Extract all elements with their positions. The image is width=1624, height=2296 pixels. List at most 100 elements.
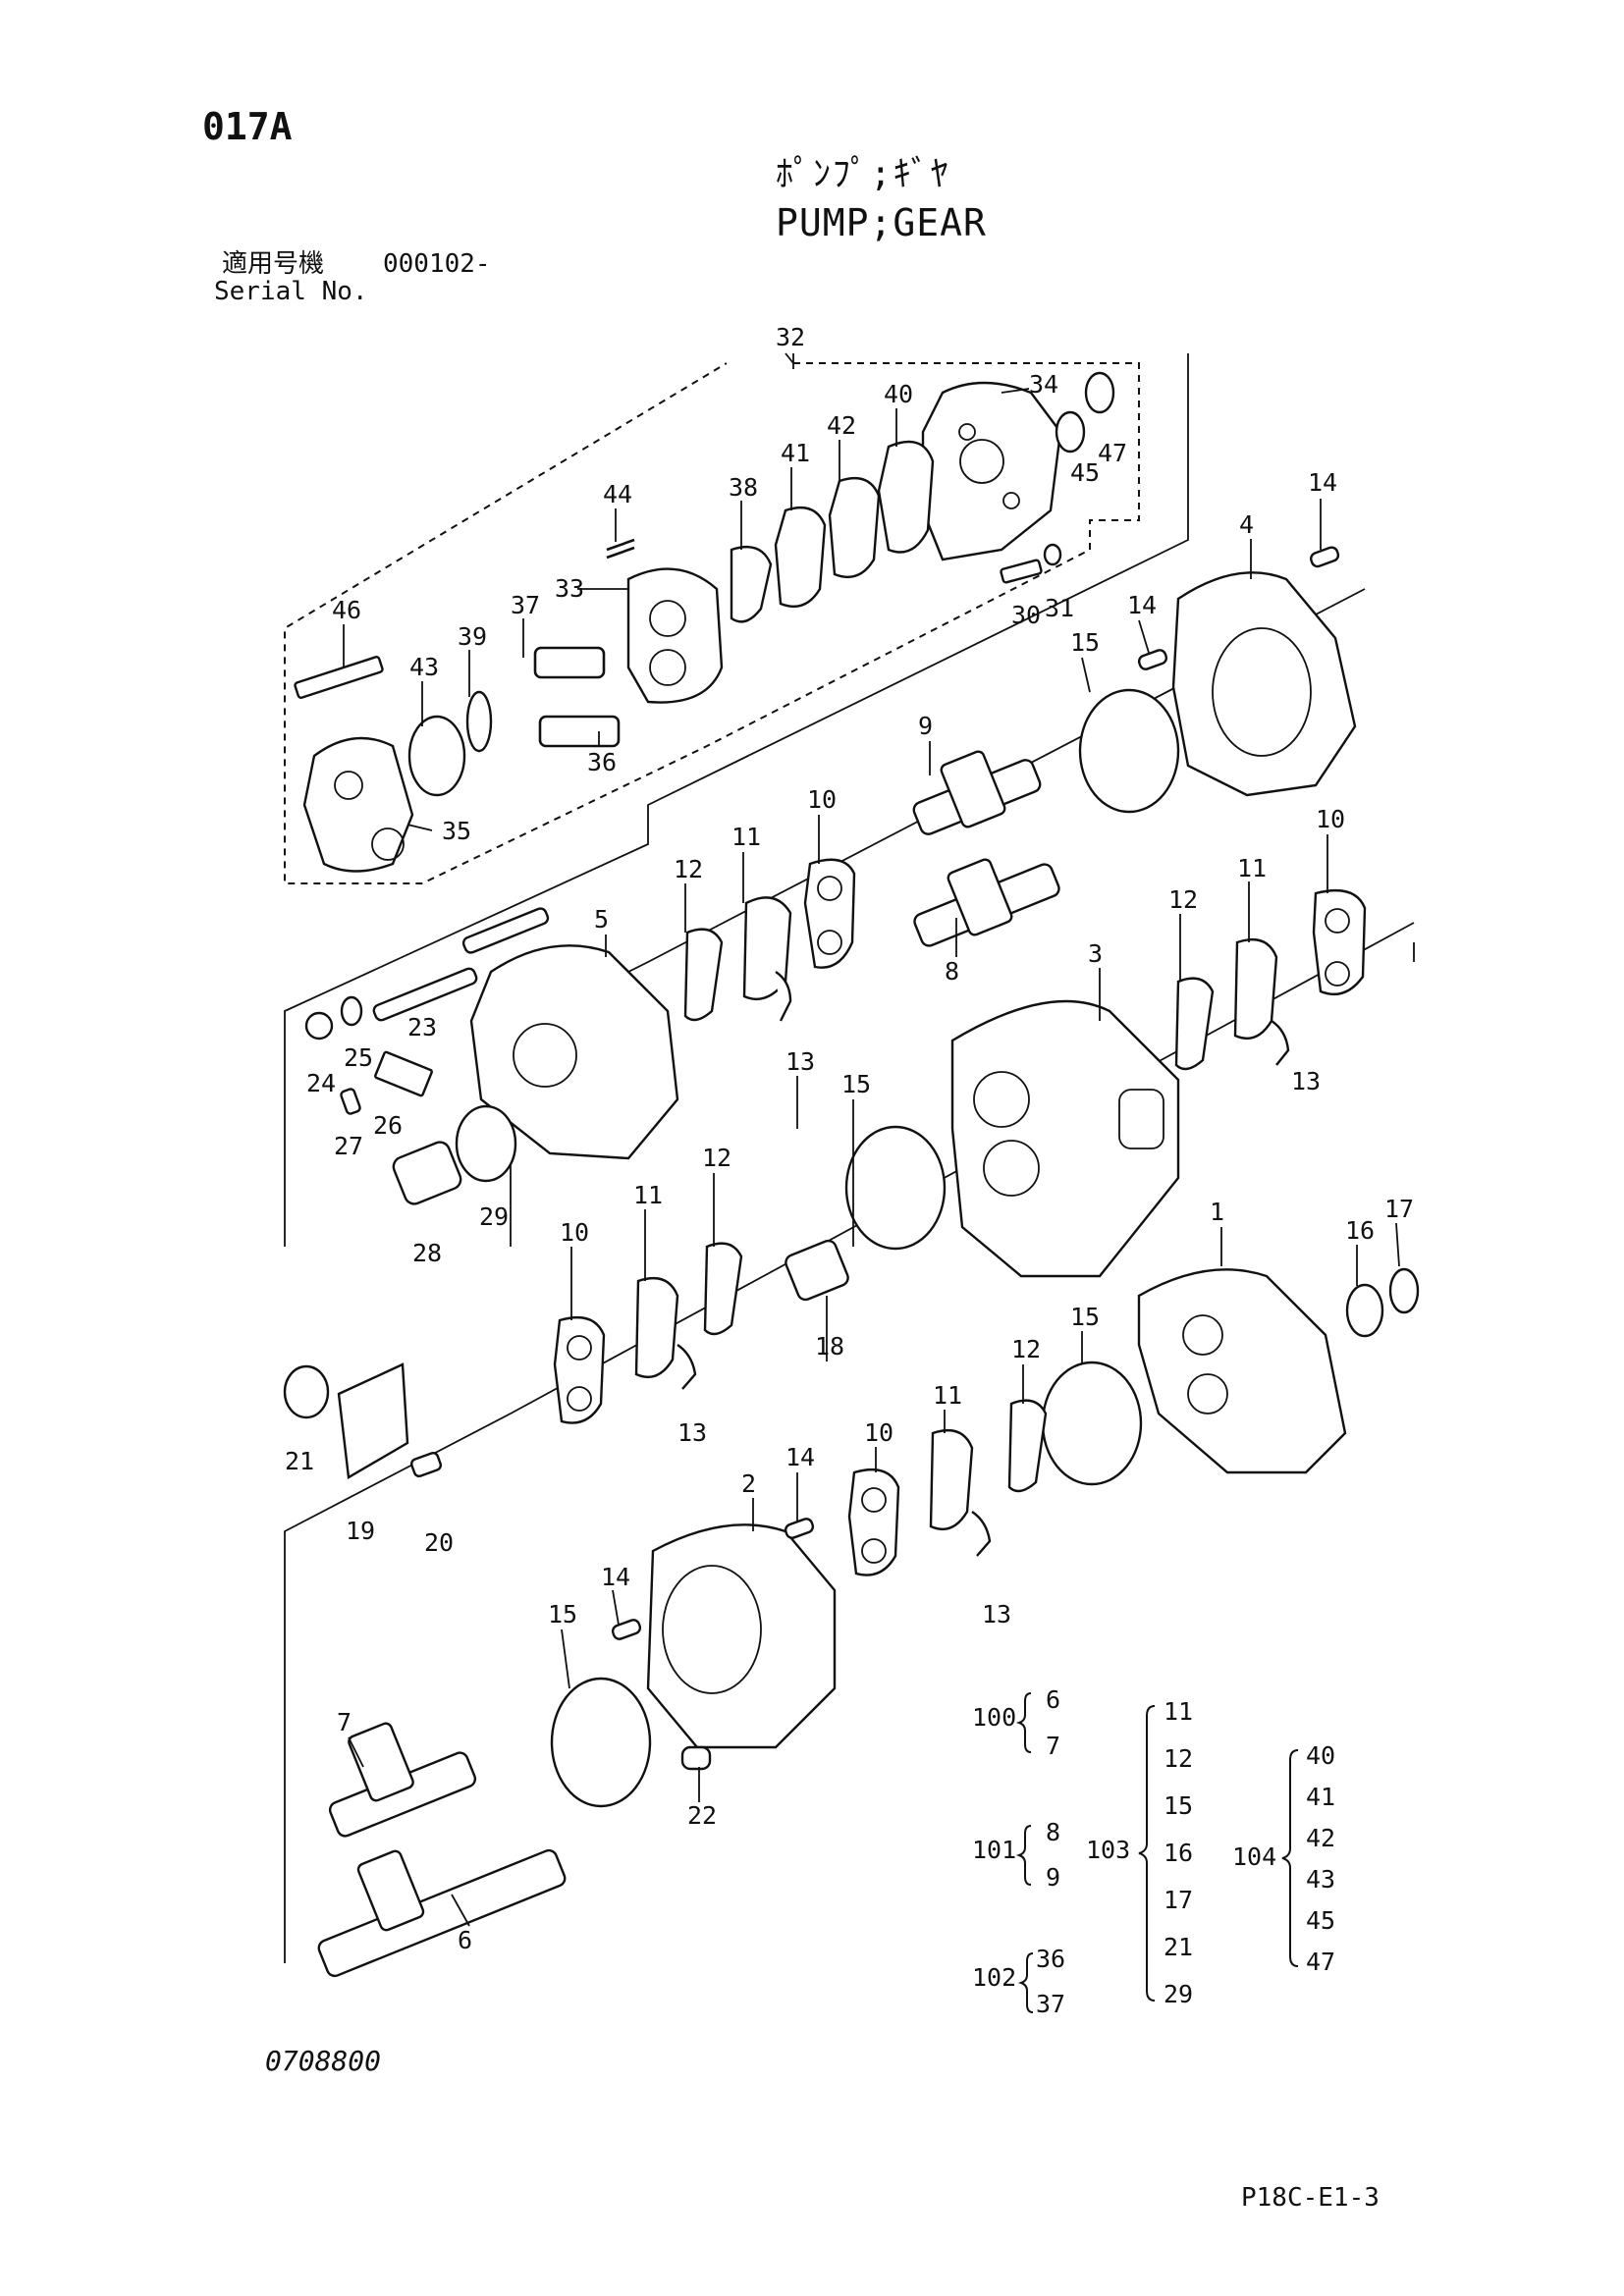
callout-label: 10: [864, 1418, 893, 1447]
cover-plate-19: [283, 1362, 443, 1479]
callout-label: 32: [776, 323, 805, 351]
callout-label: 5: [594, 905, 609, 934]
callout-label: 3: [1088, 939, 1103, 968]
callout-label: 6: [458, 1926, 472, 1954]
plates-row-4: [847, 1399, 1048, 1576]
plates-row-2: [1174, 888, 1367, 1071]
callout-label: 39: [458, 622, 487, 651]
callout-label: 19: [346, 1517, 375, 1545]
kit-member: 16: [1164, 1839, 1193, 1867]
kit-member: 40: [1306, 1741, 1335, 1770]
kit-member: 41: [1306, 1783, 1335, 1811]
kit-member: 29: [1164, 1980, 1193, 2008]
serial-number-value: 000102-: [383, 249, 491, 279]
callout-label: 47: [1098, 439, 1127, 467]
callout-label: 14: [785, 1443, 815, 1471]
kit-member: 7: [1046, 1732, 1060, 1760]
title-english: PUMP;GEAR: [776, 201, 987, 244]
callout-label: 4: [1239, 510, 1254, 539]
callout-label: 34: [1029, 370, 1058, 399]
kit-member: 15: [1164, 1791, 1193, 1820]
drawing-number: 0708800: [265, 2045, 382, 2077]
sheet-id: P18C-E1-3: [1241, 2183, 1380, 2213]
callout-label: 20: [424, 1528, 454, 1557]
plates-row-1: [683, 858, 856, 1022]
callout-label: 9: [918, 712, 933, 740]
kit-member: 17: [1164, 1886, 1193, 1914]
callout-label: 36: [587, 748, 617, 776]
callout-label: 14: [1127, 591, 1157, 619]
callout-label: 37: [511, 591, 540, 619]
plates-row-3: [553, 1239, 849, 1424]
kit-member: 12: [1164, 1744, 1193, 1773]
front-body-1: [1041, 1267, 1420, 1486]
gear-shafts-9-8: [912, 750, 1060, 947]
kit-number: 103: [1086, 1836, 1130, 1864]
callout-label: 8: [945, 957, 959, 986]
callout-labels: 32 34 40 42 41 38 44 47 45 33 37 39 46 4…: [285, 323, 1414, 1954]
callout-label: 2: [741, 1469, 756, 1498]
kit-member: 8: [1046, 1818, 1060, 1846]
callout-label: 13: [785, 1047, 815, 1076]
callout-label: 40: [884, 380, 913, 408]
serial-label-english: Serial No.: [214, 277, 368, 306]
callout-label: 15: [548, 1600, 577, 1629]
callout-label: 14: [1308, 468, 1337, 497]
callout-label: 15: [841, 1070, 871, 1098]
callout-label: 12: [1168, 885, 1198, 914]
rear-flange-4: [1078, 546, 1357, 814]
callout-label: 17: [1384, 1195, 1414, 1223]
callout-label: 15: [1070, 628, 1100, 657]
gear-shafts-7-6: [317, 1722, 567, 1978]
title-japanese: ﾎﾟﾝﾌﾟ;ｷﾞﾔ: [776, 154, 950, 194]
callout-label: 10: [807, 785, 837, 814]
callout-label: 30: [1011, 601, 1041, 629]
callout-label: 11: [731, 823, 761, 851]
callout-label: 41: [781, 439, 810, 467]
callout-label: 42: [827, 411, 856, 440]
leader-lines: [343, 352, 1400, 1927]
callout-label: 13: [1291, 1067, 1321, 1095]
callout-label: 12: [674, 855, 703, 883]
callout-label: 16: [1345, 1216, 1375, 1245]
callout-label: 13: [982, 1600, 1011, 1629]
callout-label: 1: [1210, 1198, 1224, 1226]
kit-number: 102: [972, 1963, 1016, 1992]
callout-label: 12: [1011, 1335, 1041, 1363]
serial-label-japanese: 適用号機: [222, 249, 325, 279]
kit-table: 100 6 7 101 8 9 102 36 37 103 11 12 15 1…: [972, 1685, 1335, 2018]
callout-label: 23: [407, 1013, 437, 1041]
callout-label: 38: [729, 473, 758, 502]
callout-label: 43: [409, 653, 439, 681]
flange-2: [550, 1518, 837, 1808]
callout-label: 27: [334, 1132, 363, 1160]
callout-label: 7: [337, 1708, 352, 1736]
kit-number: 101: [972, 1836, 1016, 1864]
callout-label: 11: [1237, 854, 1267, 882]
kit-member: 21: [1164, 1933, 1193, 1961]
kit-member: 6: [1046, 1685, 1060, 1714]
callout-label: 44: [603, 480, 632, 508]
subassembly-32-group: [284, 353, 1140, 884]
callout-label: 21: [285, 1447, 314, 1475]
kit-member: 47: [1306, 1948, 1335, 1976]
callout-label: 14: [601, 1563, 630, 1591]
callout-label: 15: [1070, 1303, 1100, 1331]
callout-label: 35: [442, 817, 471, 845]
callout-label: 12: [702, 1144, 731, 1172]
kit-member: 45: [1306, 1906, 1335, 1935]
callout-label: 26: [373, 1111, 403, 1140]
front-cover-5: [304, 907, 679, 1205]
callout-label: 28: [412, 1239, 442, 1267]
callout-label: 18: [815, 1332, 844, 1361]
callout-label: 24: [306, 1069, 336, 1097]
callout-label: 25: [344, 1043, 373, 1072]
callout-label: 22: [687, 1801, 717, 1830]
kit-member: 36: [1036, 1945, 1065, 1973]
center-body-3: [844, 999, 1180, 1278]
callout-label: 10: [560, 1218, 589, 1247]
kit-member: 37: [1036, 1990, 1065, 2018]
callout-label: 11: [933, 1381, 962, 1410]
page-code: 017A: [202, 105, 293, 148]
